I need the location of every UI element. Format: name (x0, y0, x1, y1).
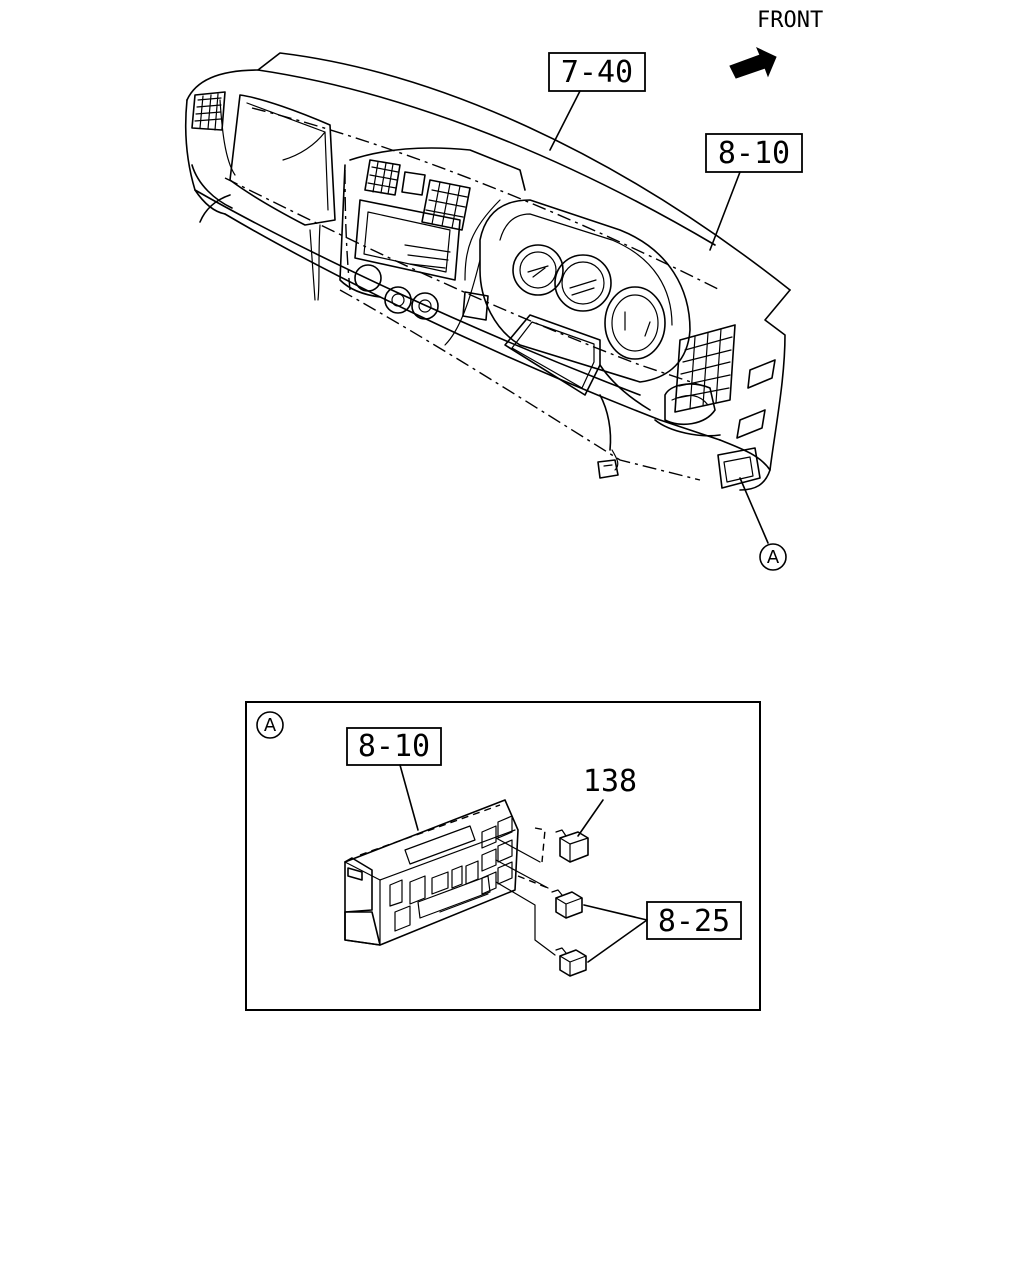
front-arrow-icon (729, 46, 777, 79)
relay-8-25-b (555, 947, 587, 977)
detail-callout-8-10: 8-10 (346, 727, 442, 831)
detail-callout-8-25: 8-25 (583, 901, 742, 963)
callout-a-ref: A (739, 477, 787, 571)
callout-8-10-top: 8-10 (705, 133, 803, 251)
left-vent (191, 91, 226, 131)
callout-8-10-top-label: 8-10 (718, 136, 790, 171)
module-location-a (717, 447, 761, 489)
callout-7-40-label: 7-40 (561, 55, 633, 90)
instrument-cluster (479, 199, 691, 383)
relay-8-25-a (551, 889, 583, 919)
hvac-knobs (354, 264, 439, 320)
part-138-label: 138 (583, 764, 637, 799)
detail-view-a: A 8-10 (245, 701, 761, 1011)
detail-module-label: 8-10 (358, 729, 430, 764)
dashboard-illustration (184, 52, 791, 491)
relay-138 (555, 829, 589, 863)
center-vent-right (421, 179, 471, 231)
junction-module (344, 799, 519, 946)
callout-a-ref-letter: A (767, 547, 780, 568)
part-825-label: 8-25 (658, 904, 730, 939)
right-vent (674, 324, 736, 413)
front-indicator: FRONT (729, 8, 823, 79)
detail-ref-marker: A (256, 711, 284, 739)
front-label: FRONT (757, 8, 823, 33)
callout-7-40: 7-40 (548, 52, 646, 151)
center-vent-left (364, 159, 401, 196)
detail-ref-letter: A (264, 715, 277, 736)
